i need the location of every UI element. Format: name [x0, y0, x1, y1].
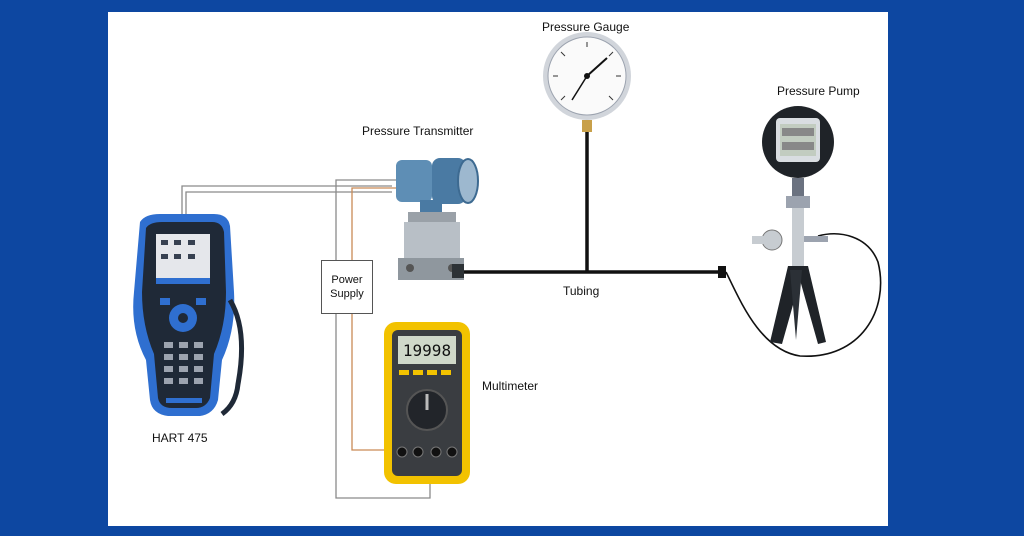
multimeter-label: Multimeter	[482, 379, 539, 393]
loop-wire-gray	[335, 179, 396, 260]
multimeter-reading: 19998	[403, 341, 451, 360]
hart-wire-2	[185, 191, 392, 214]
multimeter-icon: 19998	[384, 322, 470, 484]
diagram-panel	[108, 12, 888, 526]
loop-wire-orange	[351, 187, 396, 260]
tubing	[460, 130, 882, 357]
psu-wire-gray	[335, 312, 431, 499]
pressure-pump-icon	[752, 106, 834, 344]
tubing-label: Tubing	[563, 284, 600, 298]
hart-communicator-icon	[133, 214, 245, 417]
pressure-gauge-icon	[543, 32, 631, 132]
pressure-pump-label: Pressure Pump	[777, 84, 860, 98]
pressure-transmitter-icon	[396, 158, 479, 280]
power-supply-label-line1: Power	[331, 274, 363, 286]
pressure-gauge-label: Pressure Gauge	[542, 20, 630, 34]
hart-label: HART 475	[152, 431, 208, 445]
psu-wire-orange	[351, 312, 388, 451]
tubing-end-cap	[718, 266, 726, 278]
wires	[181, 179, 431, 499]
power-supply-label-line2: Supply	[330, 288, 364, 300]
power-supply-box: Power Supply	[321, 260, 373, 314]
hart-wire-1	[181, 185, 392, 214]
pump-hose	[725, 233, 882, 357]
pressure-transmitter-label: Pressure Transmitter	[362, 124, 474, 138]
